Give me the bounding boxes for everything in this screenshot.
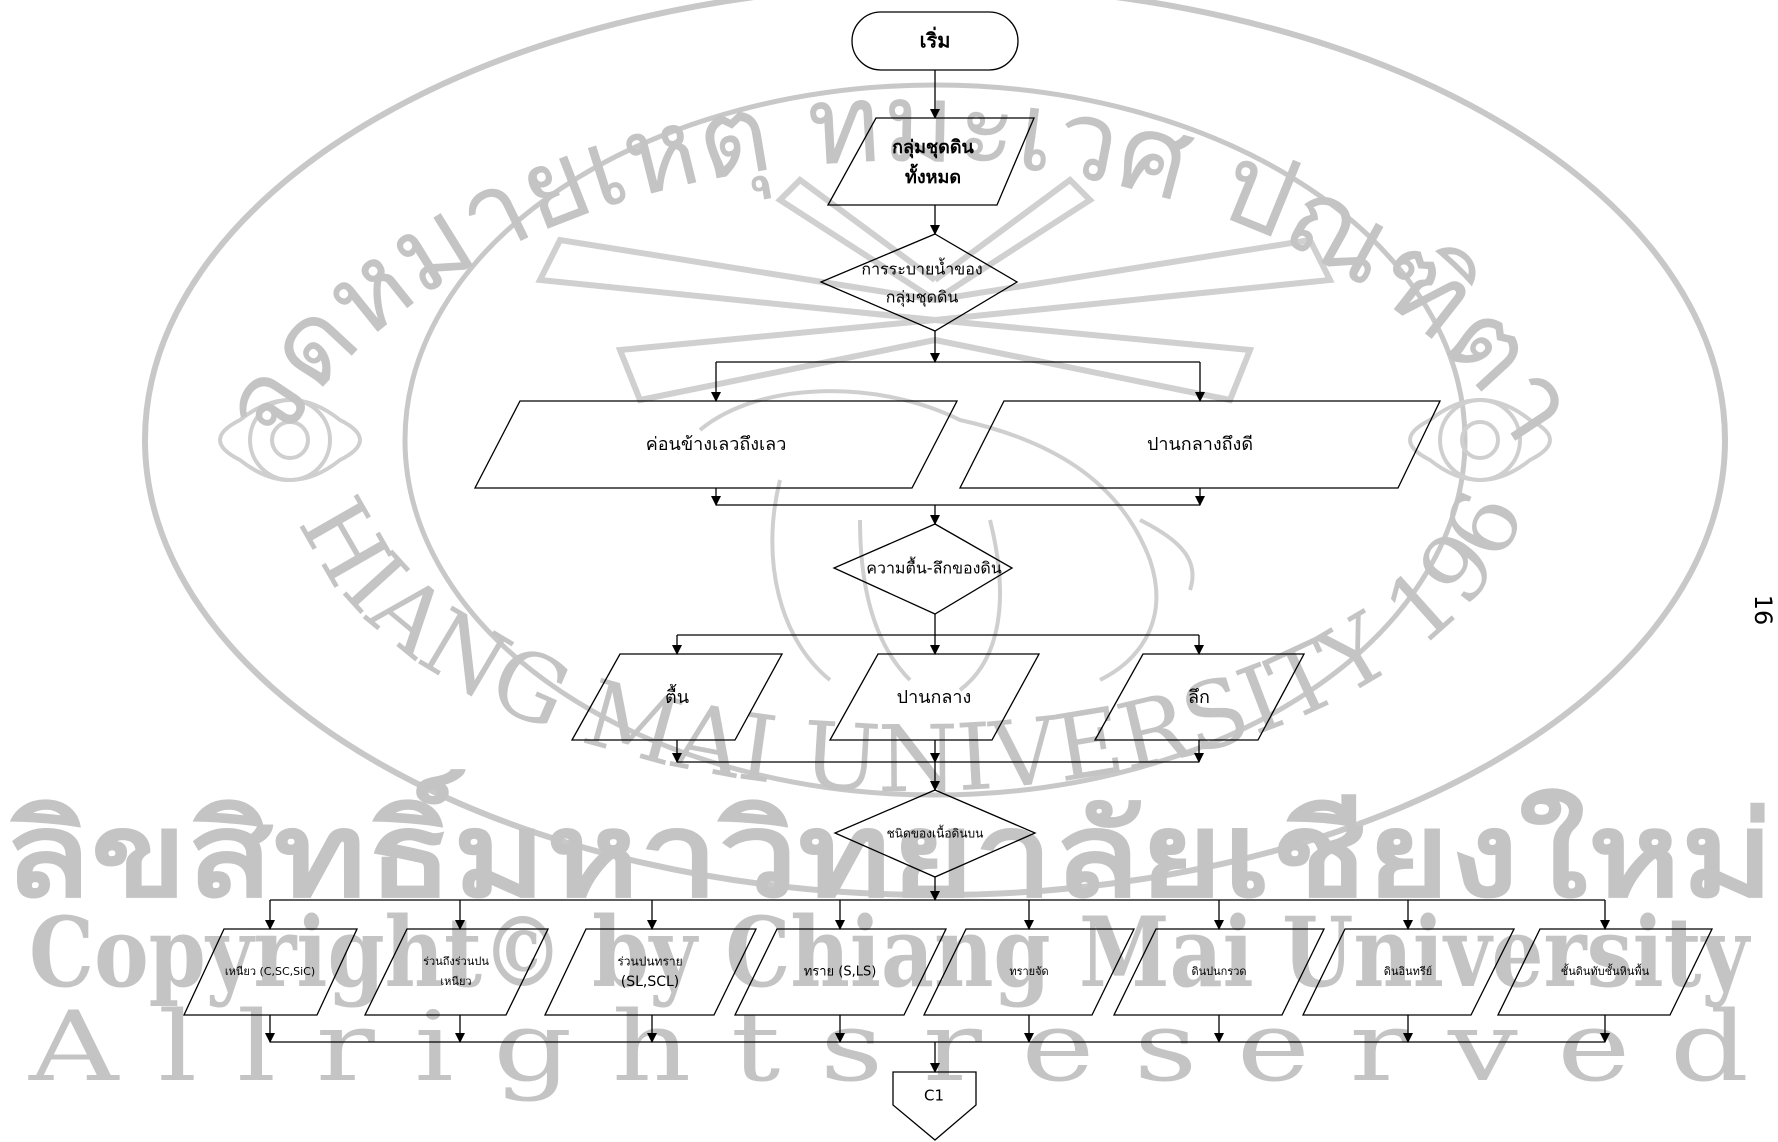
texture-option-label-line2: เหนียว	[440, 975, 471, 988]
depth-option-moderate-label: ปานกลาง	[897, 687, 972, 708]
page-number: 16	[1749, 595, 1777, 626]
texture-option-label: ร่วนปนทราย	[617, 955, 682, 969]
texture-option-label: ทรายจัด	[1009, 965, 1048, 978]
start-label: เริ่ม	[920, 26, 951, 53]
depth-option-deep-label: ลึก	[1188, 687, 1210, 708]
all-soil-groups-line1: กลุ่มชุดดิน	[892, 137, 974, 159]
texture-decision-label: ชนิดของเนื้อดินบน	[887, 825, 984, 841]
texture-option-label: ทราย (S,LS)	[804, 965, 877, 980]
depth-decision-label: ความตื้น-ลึกของดิน	[866, 557, 1002, 578]
watermark-seal: จดหมายเหตุ ทมะเวศ ปณฑิตา CHIANG MAI UNIV…	[0, 0, 1774, 1103]
texture-option-label: ดินอินทรีย์	[1384, 965, 1432, 978]
connector-label: C1	[924, 1087, 944, 1105]
watermark-rights-line: A l l r i g h t s r e s e r v e d	[28, 991, 1749, 1103]
depth-option-shallow-label: ตื้น	[665, 684, 689, 708]
drainage-decision-line2: กลุ่มชุดดิน	[886, 288, 959, 308]
texture-option-label: ชั้นดินทับชั้นหินพื้น	[1561, 963, 1650, 978]
all-soil-groups-line2: ทั้งหมด	[905, 163, 961, 188]
drainage-decision-line1: การระบายน้ำของ	[861, 258, 982, 279]
drainage-option-poor-label: ค่อนข้างเลวถึงเลว	[646, 434, 787, 455]
texture-option-label: ดินปนกรวด	[1191, 965, 1246, 978]
drainage-option-poor: ค่อนข้างเลวถึงเลว	[475, 401, 957, 488]
texture-option-label: เหนียว (C,SC,SiC)	[225, 965, 315, 978]
texture-option-label-line2: (SL,SCL)	[621, 974, 680, 990]
drainage-option-good-label: ปานกลางถึงดี	[1147, 434, 1253, 455]
texture-option-label: ร่วนถึงร่วนปน	[423, 955, 489, 968]
